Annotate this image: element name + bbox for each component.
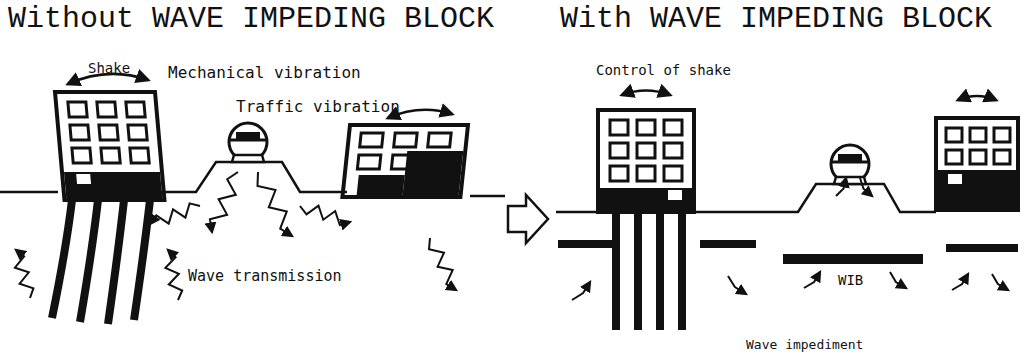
annotation: WIB bbox=[838, 272, 863, 288]
vehicle bbox=[831, 145, 869, 184]
transition-arrow bbox=[508, 195, 548, 243]
ground-line bbox=[556, 184, 936, 212]
annotation: Traffic vibration bbox=[236, 98, 400, 116]
wave-arrow bbox=[258, 172, 293, 236]
building bbox=[342, 125, 468, 197]
wave-arrow bbox=[952, 274, 968, 290]
wave-arrow bbox=[728, 276, 746, 294]
piles bbox=[616, 212, 682, 330]
building bbox=[936, 118, 1018, 210]
wave-arrow bbox=[860, 178, 872, 196]
wave-arrow bbox=[572, 282, 590, 300]
wave-impeding-block bbox=[558, 240, 1018, 264]
annotation: Wave transmission bbox=[188, 268, 342, 285]
annotation: Mechanical vibration bbox=[168, 64, 361, 82]
wave-arrow bbox=[890, 272, 906, 288]
wave-arrow bbox=[150, 203, 200, 224]
wave-arrow bbox=[992, 274, 1008, 290]
wave-arrow bbox=[836, 178, 846, 196]
piles bbox=[52, 200, 150, 324]
building bbox=[598, 110, 694, 212]
wave-arrows bbox=[15, 172, 1008, 300]
panel-title: Without WAVE IMPEDING BLOCK bbox=[8, 2, 494, 37]
annotation: Control of shake bbox=[596, 62, 731, 78]
wave-arrow bbox=[165, 250, 182, 300]
vehicle bbox=[229, 123, 267, 162]
wave-arrow bbox=[15, 250, 34, 298]
ground-line bbox=[0, 162, 505, 196]
building bbox=[55, 92, 164, 200]
panel-title: With WAVE IMPEDING BLOCK bbox=[560, 2, 992, 37]
wave-arrow bbox=[804, 272, 820, 288]
shake-arrow bbox=[622, 91, 996, 101]
annotation: Shake bbox=[88, 60, 130, 76]
wave-arrow bbox=[210, 172, 238, 232]
wave-arrow bbox=[429, 238, 456, 290]
annotation: Wave impediment bbox=[746, 338, 863, 353]
wave-arrow bbox=[300, 206, 350, 225]
